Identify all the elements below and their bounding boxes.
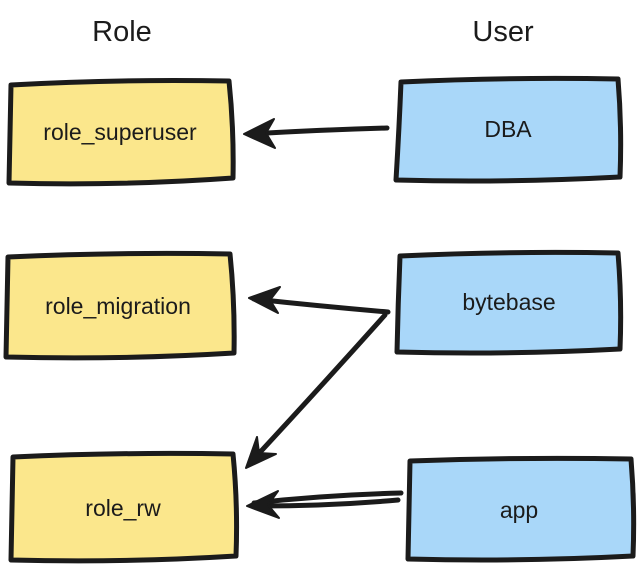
edge-line-dba-superuser <box>247 125 390 137</box>
node-user-dba-box <box>393 75 624 184</box>
edge-line-app-rw-stroke2 <box>254 497 401 509</box>
node-user-dba: DBA <box>393 75 624 184</box>
node-user-app-box <box>405 455 637 563</box>
edge-dba-to-role-superuser <box>243 118 390 149</box>
node-user-bytebase-label: bytebase <box>462 289 555 315</box>
node-user-app: app <box>405 455 637 563</box>
node-role-superuser-label: role_superuser <box>43 119 197 145</box>
node-user-app-label: app <box>500 497 538 523</box>
node-role-rw-box <box>8 450 240 564</box>
node-role-rw: role_rw <box>8 450 240 564</box>
arrowhead-icon <box>245 436 277 469</box>
arrowhead-icon <box>246 490 280 519</box>
node-user-bytebase: bytebase <box>394 249 624 356</box>
node-user-dba-label: DBA <box>484 116 532 142</box>
arrowhead-icon <box>243 118 276 149</box>
column-header-role: Role <box>92 16 152 48</box>
column-header-user: User <box>472 16 534 48</box>
node-role-superuser: role_superuser <box>6 78 236 187</box>
node-role-superuser-box <box>6 78 236 187</box>
node-role-rw-label: role_rw <box>85 495 161 521</box>
edge-bytebase-to-role-migration <box>248 286 391 315</box>
node-role-migration-box <box>3 250 237 361</box>
edge-bytebase-to-role-rw <box>245 312 388 469</box>
node-user-bytebase-box <box>394 249 624 356</box>
arrowhead-icon <box>248 286 281 314</box>
node-role-migration-label: role_migration <box>45 293 191 319</box>
node-role-migration: role_migration <box>3 250 237 361</box>
edge-app-to-role-rw <box>246 490 404 519</box>
edge-line-bytebase-rw <box>248 312 388 465</box>
